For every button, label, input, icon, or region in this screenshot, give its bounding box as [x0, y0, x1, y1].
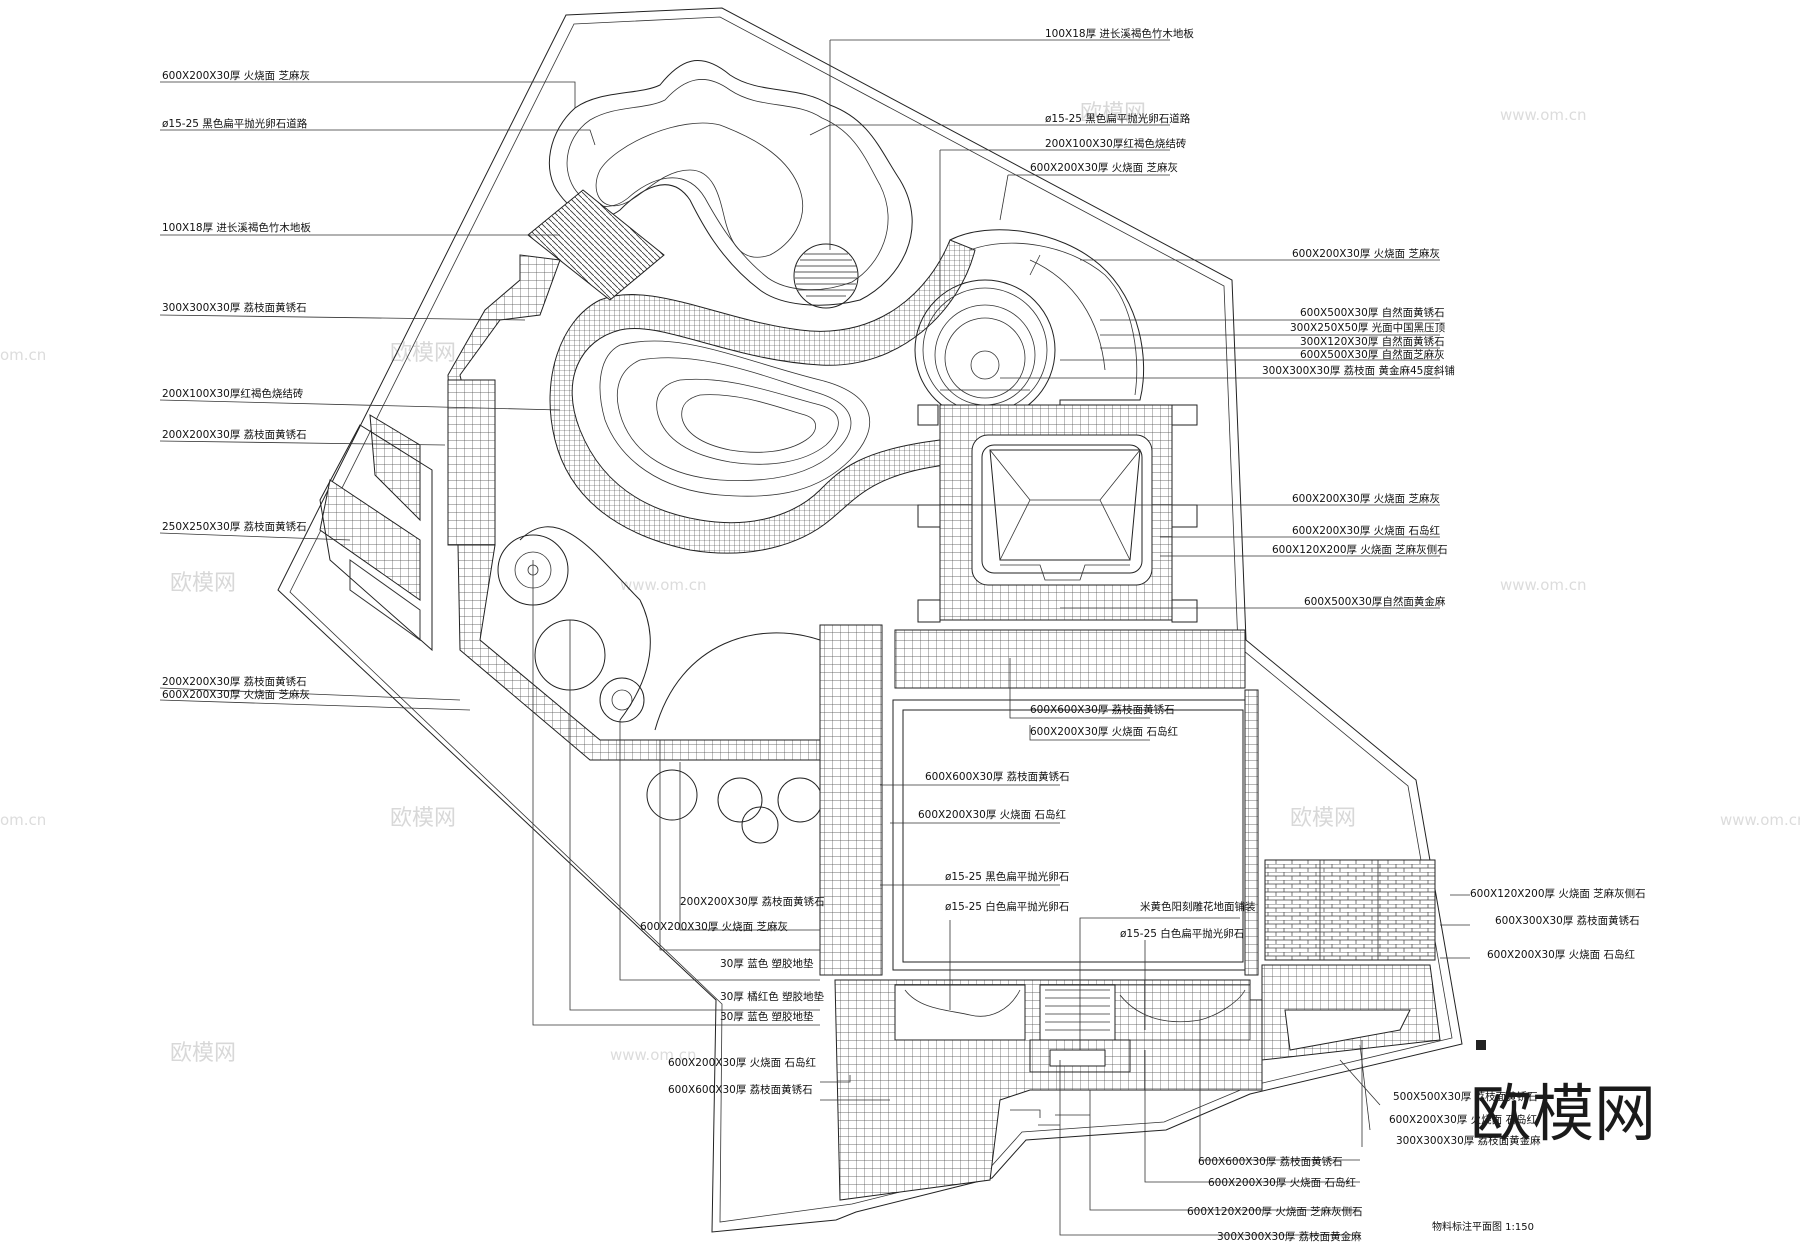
main-plaza	[819, 624, 1263, 1201]
material-label: 600X120X200厚 火烧面 芝麻灰侧石	[1470, 887, 1646, 900]
watermark-url: om.cn	[0, 346, 46, 364]
right-brick-panel	[1261, 859, 1486, 1061]
material-label: 600X200X30厚 火烧面 石岛红	[1030, 725, 1179, 738]
watermark-url: om.cn	[0, 811, 46, 829]
material-label: ø15-25 黑色扁平抛光卵石道路	[162, 117, 308, 130]
material-label: 300X300X30厚 荔枝面黄锈石	[162, 301, 307, 314]
material-label: 600X200X30厚 火烧面 石岛红	[668, 1056, 817, 1069]
play-area-circles	[497, 526, 823, 844]
material-label: 30厚 橘红色 塑胶地垫	[720, 990, 825, 1003]
material-label: ø15-25 黑色扁平抛光卵石道路	[1045, 112, 1191, 125]
material-label: 600X200X30厚 火烧面 芝麻灰	[1292, 247, 1440, 260]
left-paving-frames	[319, 414, 433, 652]
material-label: 600X200X30厚 火烧面 石岛红	[918, 808, 1067, 821]
watermark-text: 欧模网	[170, 571, 236, 596]
material-label: 200X100X30厚红褐色烧结砖	[1045, 137, 1187, 150]
material-label: 600X500X30厚 自然面黄锈石	[1300, 306, 1445, 319]
material-label: 600X200X30厚 火烧面 芝麻灰	[1030, 161, 1178, 174]
material-label: 600X120X200厚 火烧面 芝麻灰侧石	[1272, 543, 1448, 556]
material-label: 200X200X30厚 荔枝面黄锈石	[162, 428, 307, 441]
material-label: 600X200X30厚 火烧面 石岛红	[1208, 1176, 1357, 1189]
site-boundary	[277, 7, 1463, 1233]
material-label: 600X300X30厚 荔枝面黄锈石	[1495, 914, 1640, 927]
material-label: 30厚 蓝色 塑胶地垫	[720, 1010, 814, 1023]
material-label: ø15-25 白色扁平抛光卵石	[1120, 927, 1244, 940]
material-label: 200X200X30厚 荔枝面黄锈石	[162, 675, 307, 688]
material-label: 30厚 蓝色 塑胶地垫	[720, 957, 814, 970]
material-label: 300X300X30厚 荔枝面黄金麻	[1396, 1134, 1541, 1147]
material-label: 600X600X30厚 荔枝面黄锈石	[1198, 1155, 1343, 1168]
watermark-layer: 欧模网 欧模网 欧模网 欧模网 欧模网 欧模网 www.om.cn www.om…	[0, 101, 1800, 1066]
material-label: 300X300X30厚 荔枝面 黄金麻45度斜铺	[1262, 364, 1455, 377]
material-label: 600X600X30厚 荔枝面黄锈石	[668, 1083, 813, 1096]
labels-right: 600X200X30厚 火烧面 芝麻灰 600X500X30厚 自然面黄锈石 3…	[1262, 247, 1455, 608]
material-label: 600X200X30厚 火烧面 芝麻灰	[1292, 492, 1440, 505]
material-label: 200X100X30厚红褐色烧结砖	[162, 387, 304, 400]
watermark-url: www.om.cn	[610, 1046, 697, 1064]
material-label: 米黄色阳刻雕花地面铺装	[1140, 900, 1256, 913]
material-label: 200X200X30厚 荔枝面黄锈石	[680, 895, 825, 908]
watermark-url: www.om.cn	[1720, 811, 1800, 829]
labels-right-top: 100X18厚 进长溪褐色竹木地板 ø15-25 黑色扁平抛光卵石道路 200X…	[1030, 27, 1194, 174]
labels-center: 600X600X30厚 荔枝面黄锈石 600X200X30厚 火烧面 石岛红 6…	[918, 703, 1256, 940]
material-label: 600X200X30厚 火烧面 芝麻灰	[162, 688, 310, 701]
material-label: 600X500X30厚自然面黄金麻	[1304, 595, 1446, 608]
material-label: 600X500X30厚 自然面芝麻灰	[1300, 348, 1445, 361]
material-label: 100X18厚 进长溪褐色竹木地板	[162, 221, 311, 234]
labels-bottom: 600X600X30厚 荔枝面黄锈石 600X200X30厚 火烧面 石岛红 6…	[1187, 1155, 1363, 1243]
material-label: 600X200X30厚 火烧面 芝麻灰	[162, 69, 310, 82]
labels-left: 600X200X30厚 火烧面 芝麻灰 ø15-25 黑色扁平抛光卵石道路 10…	[162, 69, 311, 701]
pavilion-plaza	[917, 404, 1198, 623]
watermark-text: 欧模网	[1080, 101, 1146, 126]
labels-right-bottom: 600X120X200厚 火烧面 芝麻灰侧石 600X300X30厚 荔枝面黄锈…	[1389, 887, 1646, 1147]
material-label: 600X200X30厚 火烧面 石岛红	[1487, 948, 1636, 961]
material-label: 600X200X30厚 火烧面 石岛红	[1389, 1113, 1538, 1126]
leader-lines	[159, 39, 1470, 1236]
drawing-title: 物料标注平面图 1:150	[1432, 1220, 1534, 1233]
bamboo-deck	[447, 189, 821, 761]
material-label: 500X500X30厚 荔枝面黄锈石	[1393, 1090, 1538, 1103]
material-label: 600X200X30厚 火烧面 石岛红	[1292, 524, 1441, 537]
brand-logo: 欧模网	[1470, 1077, 1656, 1150]
material-label: 100X18厚 进长溪褐色竹木地板	[1045, 27, 1194, 40]
material-label: 300X120X30厚 自然面黄锈石	[1300, 335, 1445, 348]
material-label: 600X200X30厚 火烧面 芝麻灰	[640, 920, 788, 933]
material-label: 600X120X200厚 火烧面 芝麻灰侧石	[1187, 1205, 1363, 1218]
watermark-url: www.om.cn	[1500, 106, 1587, 124]
watermark-text: 欧模网	[170, 1041, 236, 1066]
watermark-text: 欧模网	[1290, 806, 1356, 831]
material-label: ø15-25 白色扁平抛光卵石	[945, 900, 1069, 913]
material-label: 300X250X50厚 光面中国黑压顶	[1290, 321, 1446, 334]
material-label: ø15-25 黑色扁平抛光卵石	[945, 870, 1069, 883]
material-label: 600X600X30厚 荔枝面黄锈石	[1030, 703, 1175, 716]
material-label: 600X600X30厚 荔枝面黄锈石	[925, 770, 1070, 783]
labels-lower-left: 200X200X30厚 荔枝面黄锈石 600X200X30厚 火烧面 芝麻灰 3…	[640, 895, 825, 1096]
material-label: 250X250X30厚 荔枝面黄锈石	[162, 520, 307, 533]
watermark-text: 欧模网	[390, 341, 456, 366]
watermark-url: www.om.cn	[620, 576, 707, 594]
watermark-url: www.om.cn	[1500, 576, 1587, 594]
material-label: 300X300X30厚 荔枝面黄金麻	[1217, 1230, 1362, 1243]
meander-paving	[549, 239, 976, 554]
watermark-text: 欧模网	[390, 806, 456, 831]
